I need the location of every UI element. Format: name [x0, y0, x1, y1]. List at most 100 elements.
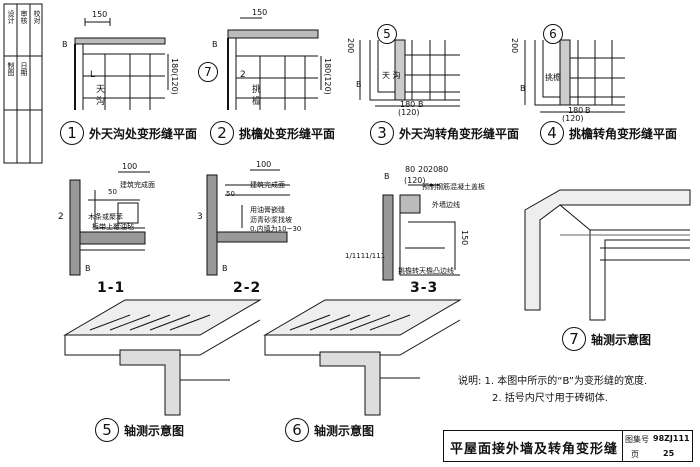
drawing-number: 3 [370, 121, 394, 145]
mark: 2 [240, 70, 246, 80]
dim-label: 20 [428, 165, 439, 174]
caption-1: 1 外天沟处变形缝平面 [60, 121, 197, 145]
section-note: 外墙边线 [432, 201, 460, 209]
mark: 挑 [252, 85, 262, 95]
title-cells: 图集号 98ZJ111 页 25 [622, 431, 695, 461]
caption-text: 轴测示意图 [314, 423, 375, 438]
side-label: 设计 [7, 10, 15, 24]
dim-label: 150 [92, 10, 108, 19]
dim-label: 100 [256, 160, 272, 169]
callout-6: 6 [543, 24, 563, 44]
dim-label: 80 [438, 165, 449, 174]
caption-text: 挑檐处变形缝平面 [239, 126, 336, 141]
drawing-number: 7 [562, 327, 586, 351]
section-label-3-3: 3-3 [410, 280, 439, 296]
section-note: 用油膏嵌缝 [250, 206, 285, 214]
notes: 说明: 1. 本图中所示的“B”为变形缝的宽度. 2. 括号内尺寸用于砖砌体. [458, 373, 647, 407]
dim-label: (120) [404, 176, 426, 185]
caption-axon-7: 7 轴测示意图 [562, 327, 651, 351]
dim-label: B [62, 40, 68, 49]
dim-label: 180 [568, 106, 584, 115]
plan-4-lines [524, 39, 625, 113]
dim-label: (120) [562, 114, 584, 123]
sheet-title: 平屋面接外墙及转角变形缝 [450, 442, 619, 457]
dim-label: 200 [346, 38, 355, 54]
dim-label: B [418, 100, 424, 109]
section-ref: 1/111 [345, 252, 366, 260]
section-note: 0.内填为10~30 [250, 225, 302, 233]
dim-label: 100 [122, 162, 138, 171]
caption-4: 4 挑檐转角变形缝平面 [540, 121, 677, 145]
drawing-number: 5 [95, 418, 119, 442]
drawing-number: 2 [210, 121, 234, 145]
section-2-2-lines [206, 169, 290, 276]
mark: 天 [96, 85, 106, 95]
dim-label: 150 [460, 230, 469, 246]
caption-text: 外天沟处变形缝平面 [89, 126, 198, 141]
mark: L [90, 70, 96, 80]
dim-label: B [585, 106, 591, 115]
side-approval-table [3, 3, 43, 164]
drawing-number: 6 [285, 418, 309, 442]
dim-label: B [384, 172, 390, 181]
caption-3: 3 外天沟转角变形缝平面 [370, 121, 519, 145]
dim-label: B [85, 264, 91, 273]
dim-label: B [222, 264, 228, 273]
callout-7: 7 [198, 62, 218, 82]
section-note: 3 [197, 212, 203, 222]
axon-7-lines [524, 189, 691, 321]
dim-label: 200 [510, 38, 519, 54]
section-note: 2 [58, 212, 64, 222]
atlas-number: 98ZJ111 [653, 434, 690, 443]
section-note: 建筑完成面 [120, 181, 155, 189]
dim-label: B [520, 84, 526, 93]
section-note: 50 [226, 190, 235, 198]
caption-text: 轴测示意图 [591, 332, 652, 347]
caption-text: 轴测示意图 [124, 423, 185, 438]
atlas-label: 图集号 [625, 435, 649, 444]
side-label: 校对 [33, 10, 41, 24]
note-line: 2. 括号内尺寸用于砖砌体. [492, 393, 608, 404]
section-3-3-lines [382, 184, 460, 281]
section-note: 50 [108, 188, 117, 196]
caption-2: 2 挑檐处变形缝平面 [210, 121, 335, 145]
plan-3-lines [359, 39, 460, 107]
page-number: 25 [663, 449, 675, 458]
plan-1-lines [74, 18, 169, 110]
title-block: 平屋面接外墙及转角变形缝 图集号 98ZJ111 页 25 [443, 430, 693, 462]
caption-text: 挑檐转角变形缝平面 [569, 126, 678, 141]
dim-label: 180(120) [323, 58, 332, 95]
dim-label: B [356, 80, 362, 89]
section-note: 挑檐转天檐凸边线 [398, 267, 454, 275]
section-note: 预制钢筋混凝土盖板 [422, 183, 485, 191]
caption-axon-5: 5 轴测示意图 [95, 418, 184, 442]
mark: 檐 [252, 97, 262, 107]
section-note: 木条或聚苯 [88, 213, 123, 221]
note-line: 说明: 1. 本图中所示的“B”为变形缝的宽度. [458, 376, 648, 387]
caption-axon-6: 6 轴测示意图 [285, 418, 374, 442]
drawing-number: 1 [60, 121, 84, 145]
section-label-1-1: 1-1 [97, 280, 126, 296]
axon-6-lines [263, 299, 462, 416]
side-label: 日期 [20, 62, 28, 76]
dim-label: (120) [398, 108, 420, 117]
section-ref: 1/111 [365, 252, 386, 260]
dim-label: 180(120) [170, 58, 179, 95]
dim-label: 80 [405, 165, 416, 174]
side-label: 制图 [7, 62, 15, 76]
mark: 沟 [96, 97, 106, 107]
callout-5: 5 [377, 24, 397, 44]
mark: 挑檐 [545, 73, 561, 82]
caption-text: 外天沟转角变形缝平面 [399, 126, 520, 141]
dim-label: 20 [418, 165, 429, 174]
dim-label: 150 [252, 8, 268, 17]
page-label: 页 [631, 450, 639, 459]
plan-2-lines [227, 17, 322, 110]
section-note: 板带上覆油毡 [92, 223, 134, 231]
axon-5-lines [63, 299, 262, 416]
side-label: 审核 [20, 10, 28, 24]
dim-label: B [212, 40, 218, 49]
section-1-1-lines [69, 171, 150, 276]
